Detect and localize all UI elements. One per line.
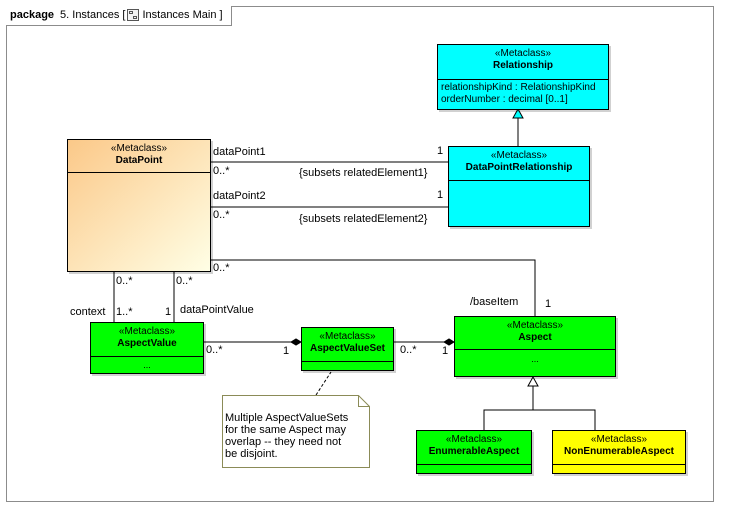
multiplicity-set-to-aspect-aspect: 1 bbox=[442, 345, 449, 357]
compartment-divider bbox=[91, 356, 203, 357]
stereotype-label: «Metaclass» bbox=[118, 326, 176, 337]
package-frame-tab: package 5. Instances [ Instances Main ] bbox=[6, 6, 232, 26]
stereotype-label: «Metaclass» bbox=[445, 434, 503, 445]
stereotype-label: «Metaclass» bbox=[110, 143, 168, 154]
class-aspect-value[interactable]: «Metaclass» AspectValue ... bbox=[90, 322, 204, 374]
class-ellipsis: ... bbox=[531, 354, 539, 364]
multiplicity-dpvalue-value: 1 bbox=[165, 306, 172, 318]
stereotype-label: «Metaclass» bbox=[319, 331, 376, 342]
multiplicity-baseitem-datapoint: 0..* bbox=[213, 262, 230, 274]
compartment-divider bbox=[302, 361, 393, 362]
class-aspect-value-set[interactable]: «Metaclass» AspectValueSet bbox=[301, 327, 394, 371]
multiplicity-value-to-set-set: 1 bbox=[283, 345, 290, 357]
generalization-enumerable[interactable] bbox=[483, 409, 533, 430]
multiplicity-context-value: 1..* bbox=[116, 306, 133, 318]
generalization-arrowhead-relationship bbox=[512, 107, 524, 119]
compartment-divider bbox=[68, 172, 210, 173]
class-name: Aspect bbox=[518, 332, 552, 343]
multiplicity-context-datapoint: 0..* bbox=[116, 275, 133, 287]
note-shape bbox=[222, 395, 370, 468]
class-name: AspectValueSet bbox=[309, 343, 386, 354]
role-context: context bbox=[70, 306, 106, 318]
stereotype-label: «Metaclass» bbox=[506, 320, 564, 331]
compartment-divider bbox=[553, 464, 685, 465]
multiplicity-dp1-left: 0..* bbox=[213, 165, 230, 177]
multiplicity-dp2-right: 1 bbox=[437, 189, 444, 201]
role-datapoint1: dataPoint1 bbox=[213, 146, 266, 158]
generalization-arrowhead-aspect bbox=[527, 375, 539, 387]
multiplicity-dpvalue-datapoint: 0..* bbox=[176, 275, 193, 287]
frame-title-prefix: 5. Instances [ bbox=[60, 9, 126, 21]
class-ellipsis: ... bbox=[143, 360, 151, 370]
multiplicity-baseitem-aspect: 1 bbox=[545, 298, 552, 310]
multiplicity-dp1-right: 1 bbox=[437, 145, 444, 157]
diagram-icon bbox=[127, 9, 140, 21]
class-name: NonEnumerableAspect bbox=[563, 446, 675, 457]
compartment-divider bbox=[417, 464, 531, 465]
class-relationship[interactable]: «Metaclass» Relationship relationshipKin… bbox=[437, 44, 609, 110]
note-anchor bbox=[315, 371, 332, 396]
class-name: DataPointRelationship bbox=[465, 162, 573, 173]
class-name: EnumerableAspect bbox=[428, 446, 520, 457]
compartment-divider bbox=[455, 349, 615, 350]
class-name: AspectValue bbox=[117, 338, 177, 349]
constraint-dp1: {subsets relatedElement1} bbox=[299, 167, 428, 179]
class-aspect[interactable]: «Metaclass» Aspect ... bbox=[454, 316, 616, 377]
stereotype-label: «Metaclass» bbox=[590, 434, 648, 445]
class-datapoint[interactable]: «Metaclass» DataPoint bbox=[67, 139, 211, 272]
package-frame bbox=[6, 6, 714, 502]
role-baseitem: /baseItem bbox=[470, 296, 519, 308]
composition-diamond-valueset bbox=[290, 338, 302, 346]
generalization-nonenumerable[interactable] bbox=[533, 409, 596, 430]
compartment-divider bbox=[438, 79, 608, 80]
compartment-divider bbox=[449, 180, 589, 181]
note-line: for the same Aspect may bbox=[225, 424, 347, 436]
note-line: be disjoint. bbox=[225, 448, 278, 460]
stereotype-label: «Metaclass» bbox=[490, 150, 548, 161]
role-datapointvalue: dataPointValue bbox=[180, 304, 254, 316]
role-datapoint2: dataPoint2 bbox=[213, 190, 266, 202]
frame-title-suffix: Instances Main ] bbox=[142, 9, 223, 21]
class-non-enumerable-aspect[interactable]: «Metaclass» NonEnumerableAspect bbox=[552, 430, 686, 474]
assoc-base-item[interactable] bbox=[211, 259, 536, 316]
class-name: DataPoint bbox=[115, 155, 163, 166]
attribute-relationship-kind: relationshipKind : RelationshipKind bbox=[441, 82, 596, 93]
package-keyword: package bbox=[10, 9, 55, 21]
multiplicity-set-to-aspect-set: 0..* bbox=[400, 344, 417, 356]
multiplicity-dp2-left: 0..* bbox=[213, 209, 230, 221]
note-line: Multiple AspectValueSets bbox=[225, 412, 349, 424]
class-name: Relationship bbox=[492, 60, 553, 71]
note-line: overlap -- they need not bbox=[225, 436, 342, 448]
attribute-order-number: orderNumber : decimal [0..1] bbox=[441, 94, 568, 105]
stereotype-label: «Metaclass» bbox=[494, 48, 552, 59]
class-datapoint-relationship[interactable]: «Metaclass» DataPointRelationship bbox=[448, 146, 590, 227]
multiplicity-value-to-set-value: 0..* bbox=[206, 344, 223, 356]
class-enumerable-aspect[interactable]: «Metaclass» EnumerableAspect bbox=[416, 430, 532, 474]
note-aspect-value-sets[interactable]: Multiple AspectValueSets for the same As… bbox=[222, 395, 370, 468]
constraint-dp2: {subsets relatedElement2} bbox=[299, 213, 428, 225]
